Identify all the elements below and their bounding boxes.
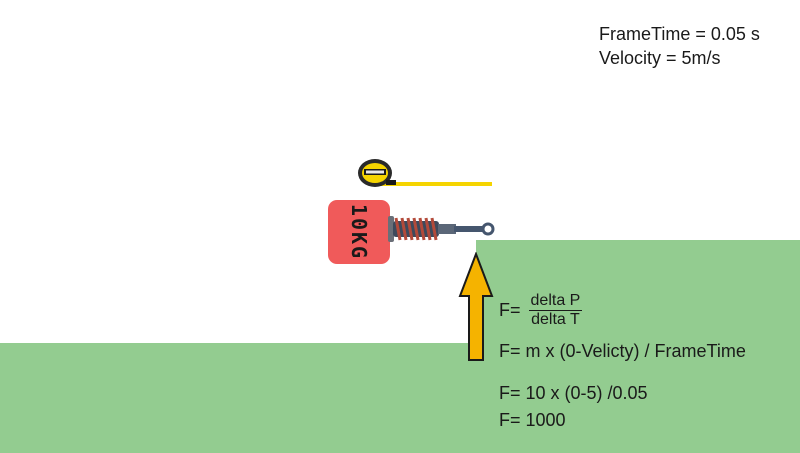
formula-3: F= 10 x (0-5) /0.05 <box>499 383 648 403</box>
formula-2: F= m x (0-Velicty) / FrameTime <box>499 341 746 361</box>
ground-raised-step <box>476 240 800 453</box>
fraction: delta P delta T <box>528 292 583 329</box>
formula-delta-p-over-delta-t: F= delta P delta T <box>499 292 583 329</box>
tape-measure-icon <box>358 159 396 187</box>
velocity-text: Velocity = 5m/s <box>599 48 721 68</box>
formula-1-prefix: F= <box>499 300 521 320</box>
info-panel: FrameTime = 0.05 s Velocity = 5m/s <box>599 22 760 70</box>
shock-absorber-icon <box>388 216 495 242</box>
weight-block: 10KG <box>328 200 390 264</box>
fraction-denominator: delta T <box>531 311 580 328</box>
fraction-numerator: delta P <box>528 292 583 311</box>
up-arrow-icon <box>458 252 494 361</box>
measuring-tape-strip <box>380 182 492 186</box>
frame-time-text: FrameTime = 0.05 s <box>599 24 760 44</box>
formula-4: F= 1000 <box>499 410 566 430</box>
weight-label: 10KG <box>347 203 371 261</box>
